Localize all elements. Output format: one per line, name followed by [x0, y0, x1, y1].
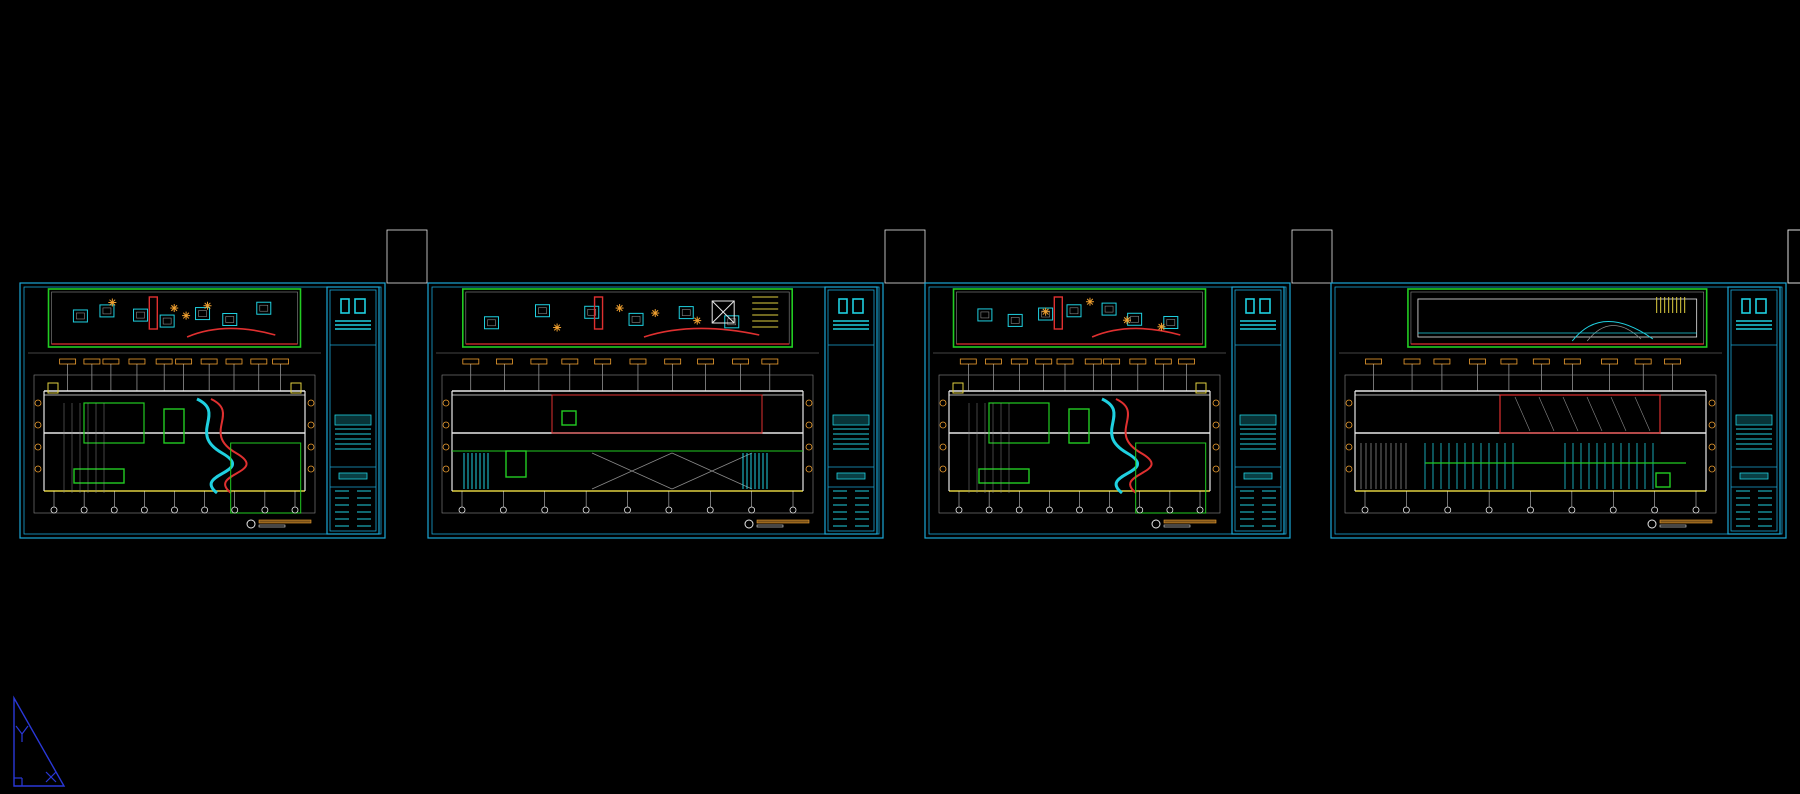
logo-icon: [838, 298, 864, 314]
logo-icon: [1245, 298, 1271, 314]
sheet-4: [1330, 229, 1800, 539]
logo-icon: [1741, 298, 1767, 314]
view-label-bubble: [1151, 519, 1161, 529]
view-label-bubble: [1647, 519, 1657, 529]
offscreen-tab: [1787, 229, 1800, 284]
ucs-triangle-icon: [13, 695, 66, 787]
sheet-2: [427, 229, 926, 539]
sheet-3: [924, 229, 1333, 539]
view-label-bubble: [246, 519, 256, 529]
sheet-1: [19, 229, 428, 539]
view-label-bubble: [744, 519, 754, 529]
logo-icon: [340, 298, 366, 314]
